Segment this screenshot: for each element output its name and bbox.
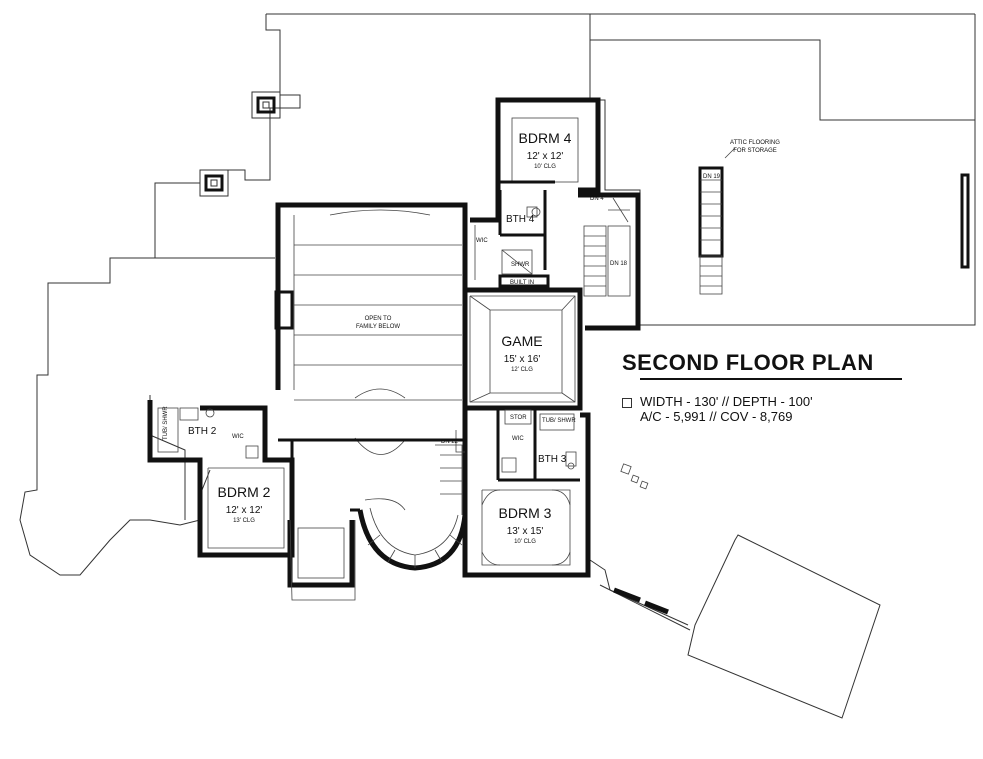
room-ceiling: 10' CLG: [534, 164, 556, 170]
attic-label-line1: ATTIC FLOORING: [730, 140, 780, 146]
bath-2-label: BTH 2: [188, 426, 217, 437]
room-name: GAME: [501, 333, 542, 349]
attic-stair-label: DN 19: [703, 174, 721, 180]
built-in-label: BUILT IN: [510, 280, 534, 286]
open-to-label-line1: OPEN TO: [365, 316, 392, 322]
room-bdrm2: BDRM 2 12' x 12' 13' CLG: [218, 484, 271, 524]
room-size: 15' x 16': [504, 354, 541, 365]
shower-label: SHWR: [511, 262, 530, 268]
room-name: BDRM 3: [499, 505, 552, 521]
wic-bdrm3-label: WIC: [512, 436, 524, 442]
tub-shower-bdrm3-label: TUB/ SHWR: [542, 418, 576, 424]
spec-checkbox-icon: [622, 398, 632, 408]
title-block: SECOND FLOOR PLAN WIDTH - 130' // DEPTH …: [622, 350, 922, 424]
stair-dn4-label: DN 4: [590, 196, 604, 202]
room-size: 12' x 12': [527, 151, 564, 162]
room-ceiling: 12' CLG: [511, 367, 533, 373]
room-size: 12' x 12': [226, 505, 263, 516]
wic-bdrm4-label: WIC: [476, 238, 488, 244]
open-to-label-line2: FAMILY BELOW: [356, 324, 400, 330]
storage-label: STOR: [510, 415, 527, 421]
bath-4-label: BTH 4: [506, 214, 535, 225]
attic-label-line2: FOR STORAGE: [733, 148, 777, 154]
plan-title: SECOND FLOOR PLAN: [622, 350, 874, 375]
room-ceiling: 10' CLG: [514, 539, 536, 545]
room-ceiling: 13' CLG: [233, 518, 255, 524]
title-underline: [640, 378, 902, 380]
stair-dn22-label: DN 22: [441, 439, 459, 445]
small-labels: BTH 4 BTH 2 BTH 3 WIC WIC WIC SHWR BUILT…: [163, 140, 780, 465]
chimney-upper: [251, 91, 281, 119]
room-name: BDRM 4: [519, 130, 572, 146]
spec-area: A/C - 5,991 // COV - 8,769: [640, 409, 793, 424]
spec-dimensions: WIDTH - 130' // DEPTH - 100': [640, 394, 813, 409]
room-bdrm4: BDRM 4 12' x 12' 10' CLG: [519, 130, 572, 170]
room-game: GAME 15' x 16' 12' CLG: [501, 333, 542, 373]
walls: [147, 97, 970, 615]
bath-3-label: BTH 3: [538, 454, 567, 465]
chimney-lower: [199, 169, 229, 197]
wic-bdrm2-label: WIC: [232, 434, 244, 440]
stair-dn18-label: DN 18: [610, 261, 628, 267]
tub-shower-bdrm2-label: TUB/ SHWR: [163, 406, 169, 440]
room-size: 13' x 15': [507, 526, 544, 537]
room-name: BDRM 2: [218, 484, 271, 500]
room-bdrm3: BDRM 3 13' x 15' 10' CLG: [499, 505, 552, 545]
